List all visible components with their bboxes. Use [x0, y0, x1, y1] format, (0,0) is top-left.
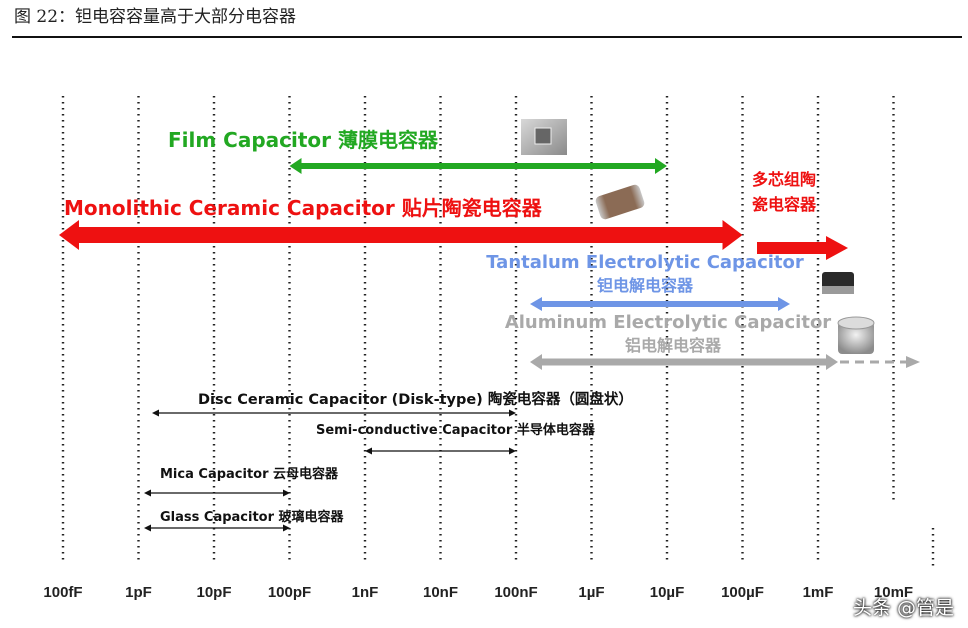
aluminum-label-zh: 铝电解电容器 — [625, 336, 722, 355]
glass-label: Glass Capacitor 玻璃电容器 — [160, 509, 345, 525]
x-tick-label: 10µF — [650, 584, 685, 601]
watermark: 头条 @管是 — [852, 597, 954, 619]
title-rule — [12, 36, 962, 38]
semi-conductive-bar — [365, 447, 516, 455]
glass-bar — [144, 524, 290, 532]
tantalum-label: Tantalum Electrolytic Capacitor — [486, 252, 804, 273]
range-bars — [59, 158, 920, 532]
x-tick-label: 1nF — [352, 584, 379, 601]
multi-chip-mlcc-label: 瓷电容器 — [752, 195, 817, 214]
multi-chip-mlcc-label: 多芯组陶 — [752, 170, 816, 189]
film-capacitor-label: Film Capacitor 薄膜电容器 — [168, 128, 439, 152]
tantalum-label-zh: 钽电解电容器 — [597, 276, 694, 295]
disc-ceramic-bar — [152, 409, 516, 417]
x-tick-label: 10mF — [874, 584, 913, 601]
x-tick-label: 10nF — [423, 584, 458, 601]
aluminum-label: Aluminum Electrolytic Capacitor — [505, 312, 831, 333]
x-tick-label: 100µF — [721, 584, 764, 601]
x-tick-label: 10pF — [196, 584, 231, 601]
aluminum-dashed-extension — [840, 356, 920, 368]
semi-conductive-label: Semi-conductive Capacitor 半导体电容器 — [316, 422, 596, 438]
mica-bar — [144, 489, 290, 497]
film-capacitor-bar — [289, 158, 667, 174]
tantalum-bar — [530, 297, 790, 311]
mica-label: Mica Capacitor 云母电容器 — [160, 466, 339, 482]
x-tick-labels: 100fF 1pF 10pF 100pF 1nF 10nF 100nF 1µF 10µF 100µ… — [43, 584, 913, 601]
film-capacitor-icon — [521, 119, 567, 155]
mlcc-chip-icon — [595, 184, 645, 220]
aluminum-can-icon — [837, 316, 875, 354]
x-tick-label: 1mF — [803, 584, 834, 601]
tantalum-chip-icon — [822, 272, 854, 294]
mlcc-label: Monolithic Ceramic Capacitor 贴片陶瓷电容器 — [64, 196, 543, 220]
x-tick-label: 100fF — [43, 584, 82, 601]
figure-title: 图 22：钽电容容量高于大部分电容器 — [14, 7, 297, 27]
x-tick-label: 1µF — [578, 584, 604, 601]
gridlines — [61, 96, 935, 568]
aluminum-bar — [530, 354, 838, 370]
disc-ceramic-label: Disc Ceramic Capacitor (Disk-type) 陶瓷电容器… — [198, 390, 633, 408]
x-tick-label: 100nF — [494, 584, 537, 601]
range-labels: Film Capacitor 薄膜电容器 Monolithic Ceramic C… — [64, 128, 831, 525]
multi-chip-mlcc-bar — [757, 236, 848, 260]
x-tick-label: 1pF — [125, 584, 152, 601]
mlcc-bar — [59, 220, 743, 250]
x-tick-label: 100pF — [268, 584, 311, 601]
